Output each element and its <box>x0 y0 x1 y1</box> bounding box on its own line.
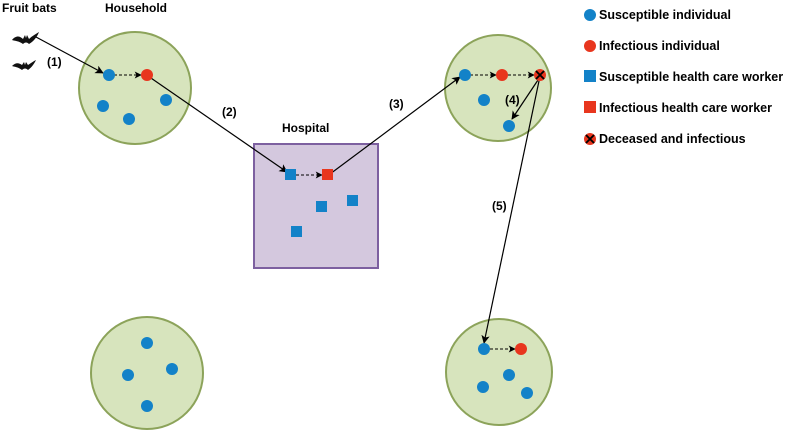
legend-susceptible-hcw-marker <box>584 70 596 82</box>
infectious-individual <box>141 69 153 81</box>
susceptible-individual <box>503 369 515 381</box>
susceptible-individual <box>103 69 115 81</box>
legend-infectious-hcw-marker <box>584 101 596 113</box>
infectious-individual <box>496 69 508 81</box>
susceptible-individual <box>521 387 533 399</box>
household-top-left <box>78 31 192 145</box>
household-bottom-left <box>90 316 204 430</box>
susceptible-health-care-worker <box>316 201 327 212</box>
susceptible-individual <box>478 94 490 106</box>
legend-susceptible-individual-label: Susceptible individual <box>599 8 731 22</box>
step-label-2: (2) <box>222 105 237 119</box>
step-label-4: (4) <box>505 93 520 107</box>
legend-deceased-infectious-label: Deceased and infectious <box>599 132 746 146</box>
susceptible-individual <box>141 337 153 349</box>
household-top-right <box>444 34 552 142</box>
arrow-step-2 <box>147 75 288 173</box>
susceptible-individual <box>503 120 515 132</box>
fruit-bats-label: Fruit bats <box>2 1 57 15</box>
arrow-step-3 <box>329 76 461 175</box>
hospital-label: Hospital <box>282 121 329 135</box>
legend-susceptible-hcw-label: Susceptible health care worker <box>599 70 783 84</box>
legend-infectious-individual-marker <box>584 40 596 52</box>
household-bottom-right <box>445 318 553 426</box>
legend-susceptible-individual-marker <box>584 9 596 21</box>
susceptible-health-care-worker <box>347 195 358 206</box>
legend-infectious-hcw-label: Infectious health care worker <box>599 101 772 115</box>
household-label: Household <box>105 1 167 15</box>
arrow-step-4 <box>511 79 539 120</box>
susceptible-individual <box>166 363 178 375</box>
step-label-5: (5) <box>492 199 507 213</box>
bat-icon <box>12 32 39 44</box>
susceptible-individual <box>477 381 489 393</box>
deceased-infectious-individual <box>534 69 546 81</box>
bat-icon <box>12 60 36 70</box>
susceptible-health-care-worker <box>285 169 296 180</box>
susceptible-individual <box>122 369 134 381</box>
susceptible-individual <box>123 113 135 125</box>
step-label-3: (3) <box>389 97 404 111</box>
susceptible-individual <box>478 343 490 355</box>
susceptible-individual <box>141 400 153 412</box>
infectious-health-care-worker <box>322 169 333 180</box>
infectious-individual <box>515 343 527 355</box>
arrow-step-5 <box>481 80 540 344</box>
arrow-step-1 <box>35 36 104 74</box>
legend-infectious-individual-label: Infectious individual <box>599 39 720 53</box>
susceptible-individual <box>160 94 172 106</box>
step-label-1: (1) <box>47 55 62 69</box>
susceptible-health-care-worker <box>291 226 302 237</box>
susceptible-individual <box>97 100 109 112</box>
legend-deceased-infectious-marker <box>584 133 596 145</box>
susceptible-individual <box>459 69 471 81</box>
legend: Susceptible individual Infectious indivi… <box>584 8 783 146</box>
